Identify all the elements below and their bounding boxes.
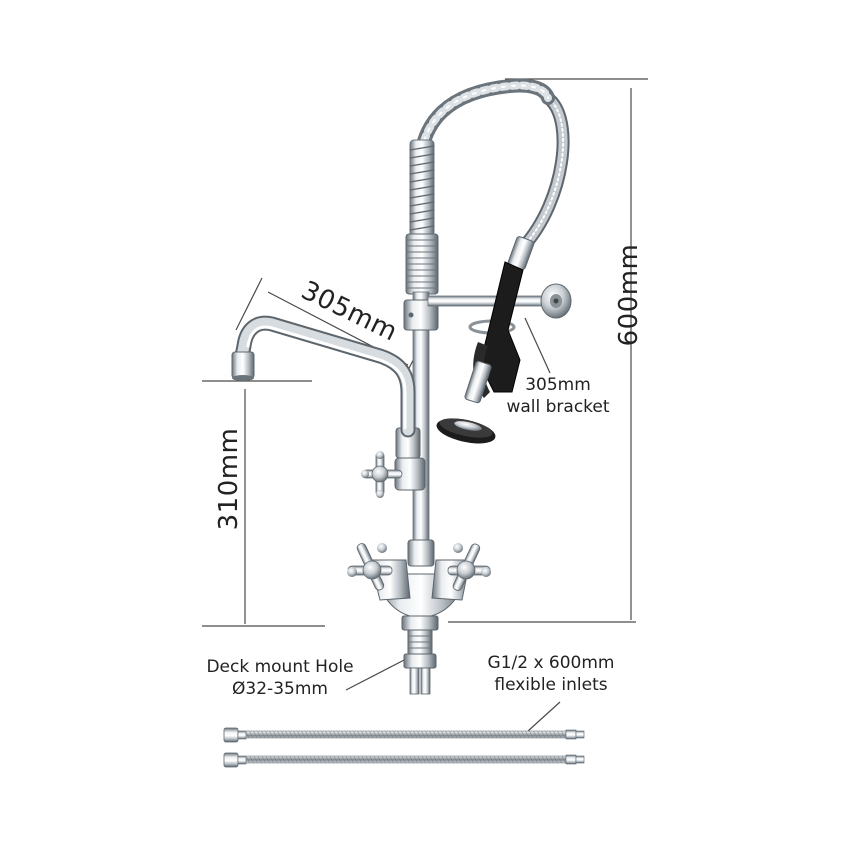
wall-bracket-text: wall bracket (506, 397, 610, 417)
deck-hole-title: Deck mount Hole (206, 657, 354, 677)
flexible-inlet-hoses (223, 727, 585, 768)
inlets-text: flexible inlets (494, 675, 608, 695)
spray-valve (436, 236, 535, 444)
inlets-leader (527, 701, 561, 732)
reach-dim-ext-left (235, 277, 263, 331)
overall-height-label: 600mm (614, 243, 644, 347)
spring-coil (405, 78, 555, 295)
wall-bracket-callout: 305mm wall bracket (498, 374, 618, 418)
deck-hole-size: Ø32-35mm (232, 679, 328, 699)
spout-valve (361, 451, 426, 498)
swing-spout (231, 315, 421, 459)
inlet-hose-2 (223, 752, 585, 768)
spout-height-label: 310mm (214, 427, 244, 531)
dimension-lines (202, 78, 648, 732)
mixer-body (347, 539, 491, 695)
deck-hole-callout: Deck mount Hole Ø32-35mm (200, 656, 360, 700)
wall-bracket-size: 305mm (525, 375, 591, 395)
spray-hose (517, 91, 570, 253)
inlets-callout: G1/2 x 600mm flexible inlets (476, 652, 626, 696)
wall-bracket-leader (524, 317, 551, 374)
inlets-size: G1/2 x 600mm (487, 653, 615, 673)
inlet-hose-1 (223, 727, 585, 743)
deck-hole-leader (345, 657, 409, 691)
